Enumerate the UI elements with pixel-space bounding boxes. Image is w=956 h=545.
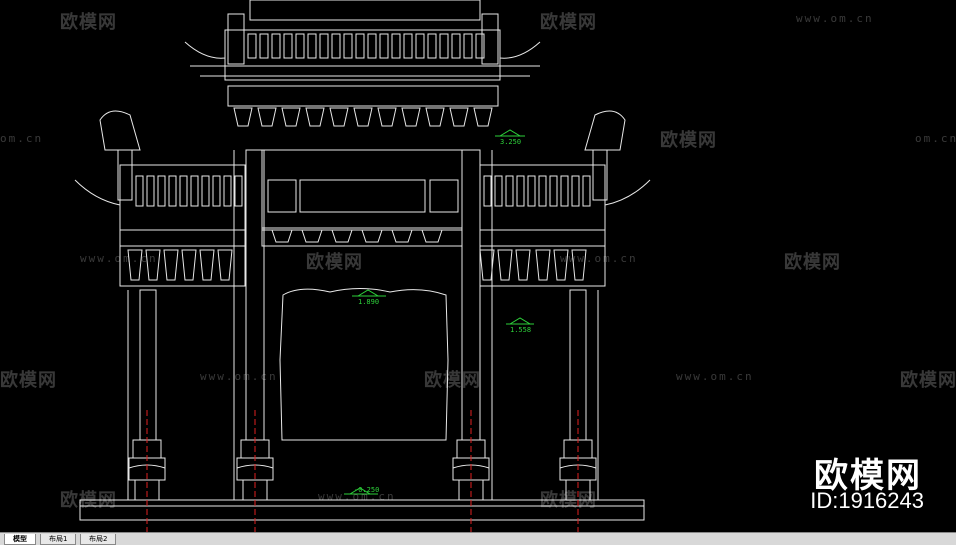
watermark-logo: 欧模网 [660, 130, 717, 151]
dim-label-mid: 1.890 [358, 298, 380, 306]
level-markers [344, 129, 534, 495]
watermark-logo: 欧模网 [540, 490, 597, 511]
left-side-roof [74, 110, 246, 287]
dim-label-side: 1.558 [510, 326, 532, 334]
right-side-roof [479, 110, 651, 287]
layout-tab-bar: 模型 布局1 布局2 [0, 532, 956, 545]
watermark-logo: 欧模网 [0, 370, 57, 391]
upper-roof [184, 0, 541, 127]
watermark-url: www.om.cn [80, 252, 158, 265]
watermark-logo: 欧模网 [60, 490, 117, 511]
central-frieze [127, 149, 587, 281]
watermark-logo: 欧模网 [784, 252, 841, 273]
base-platform [79, 499, 645, 521]
tab-layout2[interactable]: 布局2 [80, 534, 117, 545]
watermark-url: www.om.cn [676, 370, 754, 383]
tab-model[interactable]: 模型 [4, 534, 36, 545]
watermark-url: www.om.cn [560, 252, 638, 265]
watermark-logo: 欧模网 [306, 252, 363, 273]
corner-brand-logo: 欧模网 [814, 456, 922, 496]
watermark-url: www.om.cn [796, 12, 874, 25]
watermark-logo: 欧模网 [60, 12, 117, 33]
dim-label-ground: -0.250 [354, 486, 380, 494]
tab-layout1[interactable]: 布局1 [40, 534, 77, 545]
watermark-logo: 欧模网 [540, 12, 597, 33]
model-id-label: ID:1916243 [810, 488, 924, 513]
watermark-url: www.om.cn [200, 370, 278, 383]
watermark-url: om.cn [915, 132, 956, 145]
watermark-url: www.om.cn [318, 490, 396, 503]
archway-elevation-drawing [74, 0, 651, 532]
watermark-url: om.cn [0, 132, 44, 145]
dim-label-top: 3.250 [500, 138, 522, 146]
arch-opening [279, 288, 449, 441]
watermark-logo: 欧模网 [900, 370, 956, 391]
cad-model-space[interactable]: 欧模网 欧模网 www.om.cn om.cn 欧模网 om.cn www.om… [0, 0, 956, 532]
watermark-logo: 欧模网 [424, 370, 481, 391]
axis-lines [146, 410, 579, 532]
